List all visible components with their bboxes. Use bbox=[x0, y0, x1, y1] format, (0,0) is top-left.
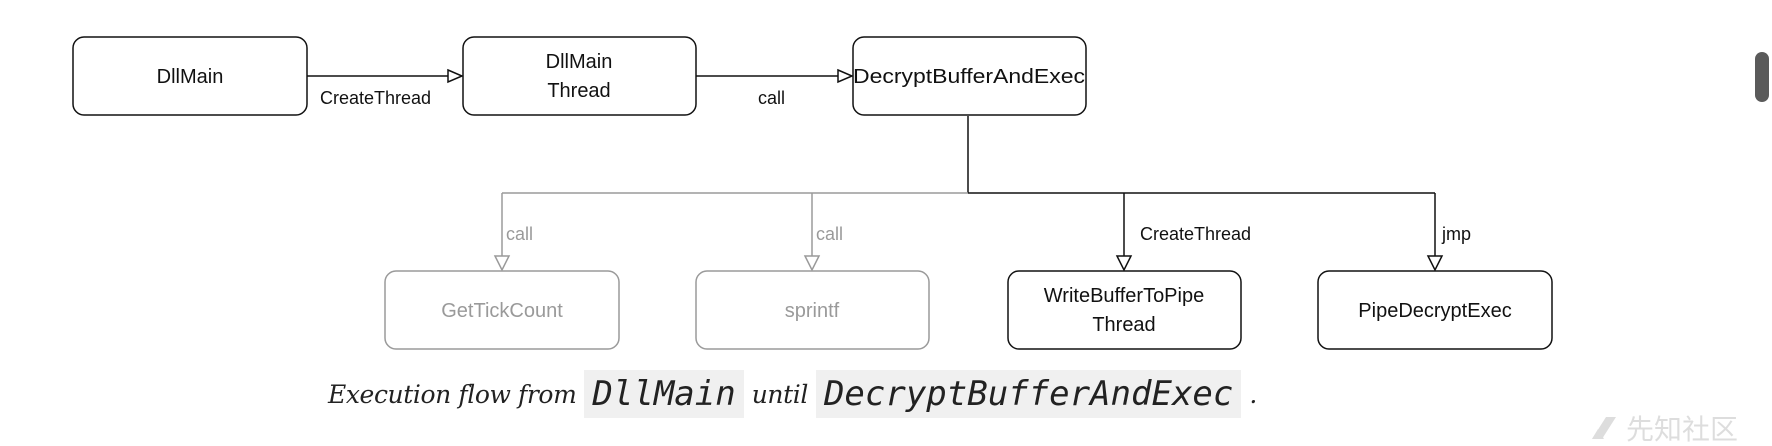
caption-suffix: . bbox=[1249, 379, 1257, 409]
watermark: 先知社区 bbox=[1590, 408, 1738, 446]
figure-caption: Execution flow from DllMain until Decryp… bbox=[328, 366, 1257, 422]
edge-decrypt-to-write-pipe bbox=[1115, 193, 1133, 272]
edge-label-call-gettickcount: call bbox=[506, 224, 533, 244]
node-write-buffer-to-pipe-thread: WriteBufferToPipe Thread bbox=[1007, 270, 1242, 350]
node-gettickcount: GetTickCount bbox=[384, 270, 620, 350]
caption-code-decrypt: DecryptBufferAndExec bbox=[815, 370, 1242, 418]
node-label-write-pipe-2: Thread bbox=[1092, 314, 1155, 336]
node-label-dllmain-thread-1: DllMain bbox=[546, 51, 613, 73]
node-dllmain: DllMain bbox=[72, 36, 308, 116]
caption-code-dllmain: DllMain bbox=[584, 370, 744, 418]
node-label-write-pipe-1: WriteBufferToPipe bbox=[1044, 285, 1204, 307]
node-label-sprintf: sprintf bbox=[785, 300, 840, 322]
caption-prefix: Execution flow from bbox=[328, 379, 577, 409]
edge-dllmain-to-thread bbox=[307, 68, 464, 84]
edge-label-createthread-1: CreateThread bbox=[320, 88, 431, 108]
node-label-gettickcount: GetTickCount bbox=[441, 300, 563, 322]
edge-label-call-1: call bbox=[758, 88, 785, 108]
node-label-dllmain-thread-2: Thread bbox=[547, 80, 610, 102]
logo-icon bbox=[1592, 417, 1616, 439]
edge-label-call-sprintf: call bbox=[816, 224, 843, 244]
edge-decrypt-to-gettickcount bbox=[493, 193, 511, 272]
scrollbar-thumb[interactable] bbox=[1755, 52, 1769, 102]
node-pipe-decrypt-exec: PipeDecryptExec bbox=[1317, 270, 1553, 350]
edge-decrypt-to-sprintf bbox=[803, 193, 821, 272]
edge-label-jmp: jmp bbox=[1441, 224, 1471, 244]
node-label-pipe-decrypt: PipeDecryptExec bbox=[1358, 300, 1511, 322]
node-label-decrypt: DecryptBufferAndExec bbox=[853, 66, 1085, 88]
watermark-text: 先知社区 bbox=[1626, 413, 1739, 446]
caption-middle: until bbox=[751, 379, 809, 409]
edge-label-createthread-2: CreateThread bbox=[1140, 224, 1251, 244]
node-decrypt-buffer-and-exec: DecryptBufferAndExec bbox=[852, 36, 1087, 116]
edge-decrypt-to-pipe-decrypt bbox=[1426, 193, 1444, 272]
node-label-dllmain: DllMain bbox=[157, 66, 224, 88]
node-sprintf: sprintf bbox=[695, 270, 930, 350]
edge-thread-to-decrypt bbox=[696, 68, 854, 84]
node-dllmain-thread: DllMain Thread bbox=[462, 36, 697, 116]
edge-decrypt-bus bbox=[967, 116, 1435, 194]
